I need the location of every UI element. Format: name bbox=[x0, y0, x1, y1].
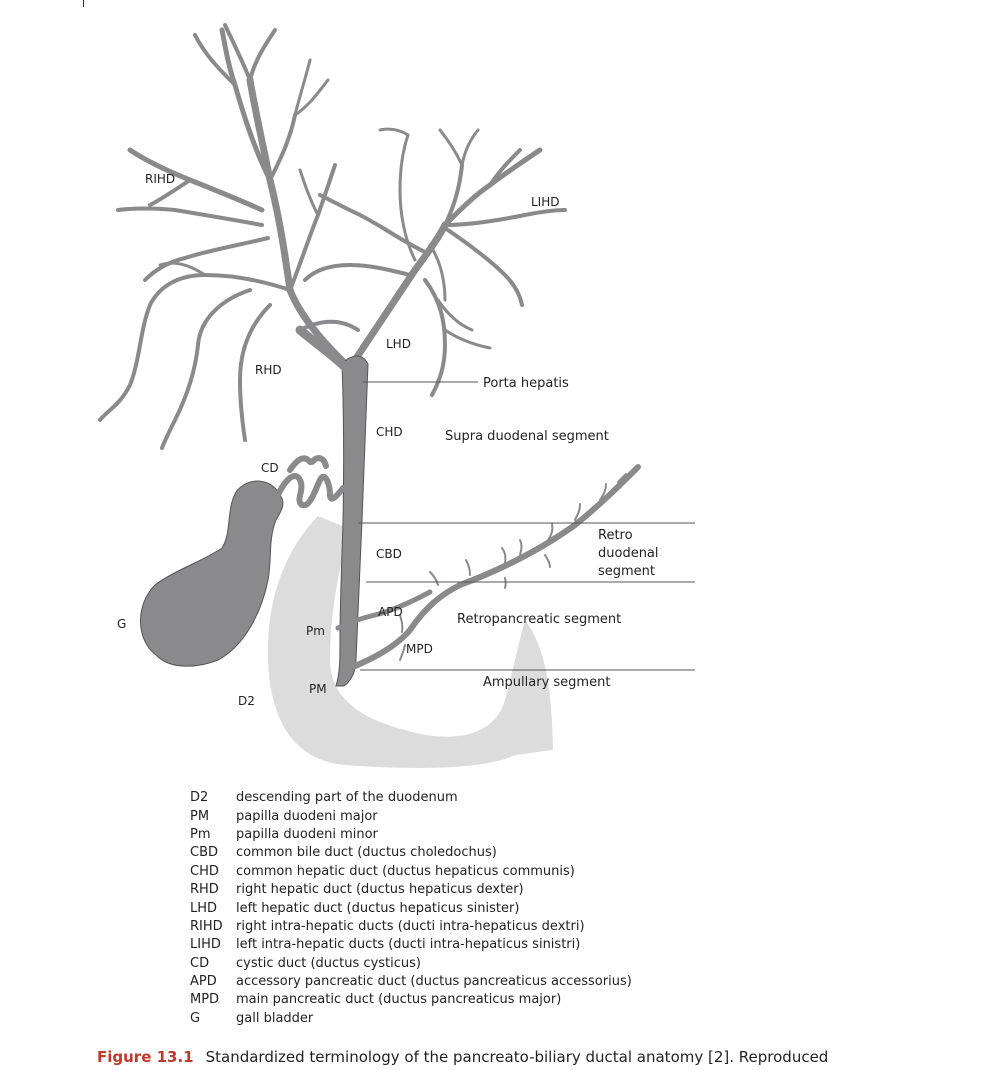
legend-definition: gall bladder bbox=[236, 1010, 314, 1026]
label-pm-major: PM bbox=[309, 682, 327, 696]
legend-abbreviation: CD bbox=[190, 955, 210, 971]
legend-row: RHD right hepatic duct (ductus hepaticus … bbox=[190, 881, 790, 899]
legend-abbreviation: CHD bbox=[190, 863, 219, 879]
label-pm-minor: Pm bbox=[306, 624, 325, 638]
legend-definition: right hepatic duct (ductus hepaticus dex… bbox=[236, 882, 524, 898]
pancreatic-ducts bbox=[335, 464, 641, 673]
legend-abbreviation: G bbox=[190, 1010, 201, 1026]
segment-retro-line3: segment bbox=[598, 564, 655, 579]
segment-retro-line2: duodenal bbox=[598, 546, 659, 561]
legend-abbreviation: RIHD bbox=[190, 918, 223, 934]
legend-definition: papilla duodeni minor bbox=[236, 826, 378, 842]
segment-ampullary: Ampullary segment bbox=[483, 675, 610, 690]
legend-abbreviation: CBD bbox=[190, 845, 219, 861]
legend-definition: accessory pancreatic duct (ductus pancre… bbox=[236, 974, 632, 990]
segment-supra-duodenal: Supra duodenal segment bbox=[445, 429, 609, 444]
common-duct-trunk bbox=[335, 355, 369, 687]
figure-label: Figure 13.1 bbox=[97, 1048, 194, 1066]
left-intrahepatic-ducts bbox=[303, 127, 567, 397]
legend-abbreviation: RHD bbox=[190, 882, 219, 898]
legend-row: CBD common bile duct (ductus choledochus) bbox=[190, 844, 790, 862]
intrahepatic-ducts bbox=[98, 23, 360, 450]
label-lihd: LIHD bbox=[531, 195, 560, 209]
label-cd: CD bbox=[261, 461, 279, 475]
legend-abbreviation: LHD bbox=[190, 900, 218, 916]
legend-abbreviation: Pm bbox=[190, 826, 211, 842]
legend-row: MPD main pancreatic duct (ductus pancreat… bbox=[190, 991, 790, 1009]
legend-definition: papilla duodeni major bbox=[236, 808, 378, 824]
legend-row: CD cystic duct (ductus cysticus) bbox=[190, 955, 790, 973]
legend-abbreviation: D2 bbox=[190, 790, 209, 806]
label-apd: APD bbox=[378, 605, 403, 619]
right-hepatic-duct bbox=[295, 325, 351, 373]
label-g: G bbox=[117, 617, 126, 631]
figure-caption: Figure 13.1 Standardized terminology of t… bbox=[97, 1048, 828, 1066]
legend-row: D2 descending part of the duodenum bbox=[190, 789, 790, 807]
legend-definition: right intra-hepatic ducts (ducti intra-h… bbox=[236, 918, 585, 934]
legend-row: LIHD left intra-hepatic ducts (ducti intr… bbox=[190, 936, 790, 954]
label-chd: CHD bbox=[376, 425, 403, 439]
legend-abbreviation: LIHD bbox=[190, 937, 221, 953]
legend-abbreviation: APD bbox=[190, 974, 217, 990]
legend-definition: left intra-hepatic ducts (ducti intra-he… bbox=[236, 937, 581, 953]
legend-abbreviation: PM bbox=[190, 808, 210, 824]
legend-definition: descending part of the duodenum bbox=[236, 790, 458, 806]
legend-abbreviation: MPD bbox=[190, 992, 220, 1008]
legend-definition: left hepatic duct (ductus hepaticus sini… bbox=[236, 900, 520, 916]
legend-definition: common hepatic duct (ductus hepaticus co… bbox=[236, 863, 575, 879]
segment-lines bbox=[358, 381, 695, 671]
label-mpd: MPD bbox=[406, 642, 433, 656]
caption-text: Standardized terminology of the pancreat… bbox=[205, 1048, 829, 1066]
cystic-duct bbox=[275, 455, 346, 509]
label-cbd: CBD bbox=[376, 547, 402, 561]
label-d2: D2 bbox=[238, 694, 255, 708]
legend-row: Pm papilla duodeni minor bbox=[190, 826, 790, 844]
segment-porta-hepatis: Porta hepatis bbox=[483, 376, 569, 391]
gall-bladder-shape bbox=[140, 480, 284, 667]
label-rihd: RIHD bbox=[145, 172, 175, 186]
legend-definition: main pancreatic duct (ductus pancreaticu… bbox=[236, 992, 562, 1008]
label-rhd: RHD bbox=[255, 363, 282, 377]
legend-row: CHD common hepatic duct (ductus hepaticus… bbox=[190, 863, 790, 881]
label-lhd: LHD bbox=[386, 337, 411, 351]
legend-row: LHD left hepatic duct (ductus hepaticus s… bbox=[190, 899, 790, 917]
segment-retro-line1: Retro bbox=[598, 528, 633, 543]
duodenum-shape bbox=[267, 516, 553, 768]
legend-row: RIHD right intra-hepatic ducts (ducti int… bbox=[190, 918, 790, 936]
legend-row: APD accessory pancreatic duct (ductus pan… bbox=[190, 973, 790, 991]
segment-retropancreatic: Retropancreatic segment bbox=[457, 612, 621, 627]
legend-row: PM papilla duodeni major bbox=[190, 807, 790, 825]
legend-definition: cystic duct (ductus cysticus) bbox=[236, 955, 421, 971]
legend-definition: common bile duct (ductus choledochus) bbox=[236, 845, 497, 861]
edge-tick-mark bbox=[83, 0, 84, 7]
